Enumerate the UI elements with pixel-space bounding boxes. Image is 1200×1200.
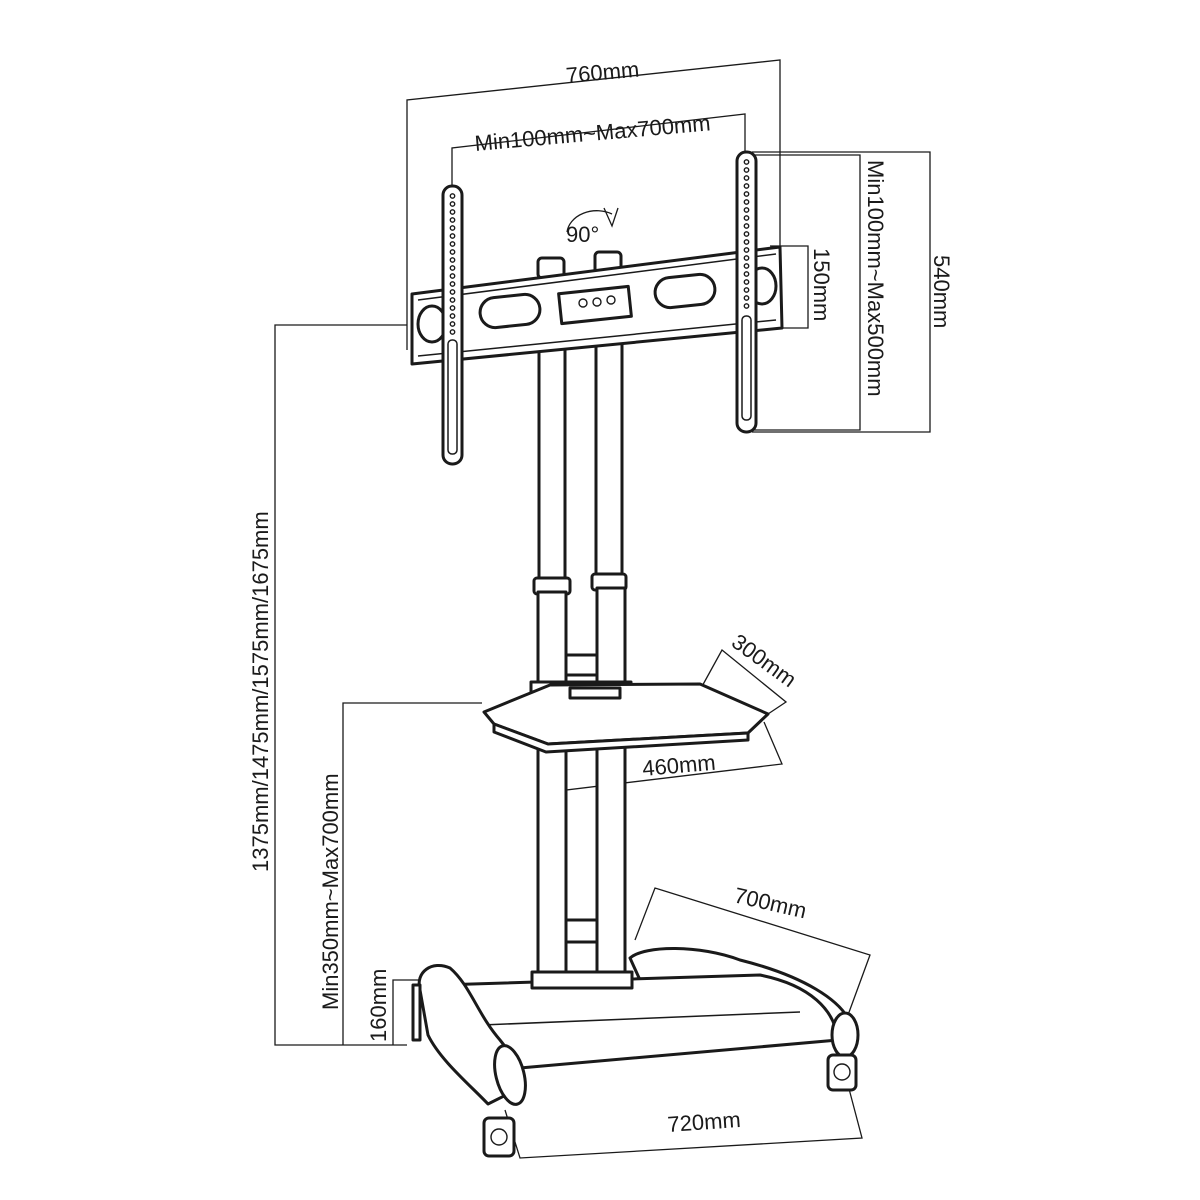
mounting-hole <box>743 223 750 229</box>
mounting-hole <box>449 201 456 207</box>
label-overall-width: 760mm <box>565 57 640 88</box>
label-base-width: 720mm <box>667 1107 742 1137</box>
mounting-hole <box>449 225 456 231</box>
mounting-hole <box>743 295 750 301</box>
mounting-hole <box>743 263 750 269</box>
mounting-hole <box>449 193 456 199</box>
upright-poles <box>529 318 633 989</box>
mounting-hole <box>449 289 456 295</box>
label-base-height: 160mm <box>366 969 391 1042</box>
mounting-hole <box>743 279 750 285</box>
mounting-hole <box>449 321 456 327</box>
mounting-hole <box>449 305 456 311</box>
mounting-hole <box>449 313 456 319</box>
shelf <box>482 682 770 754</box>
mounting-hole <box>743 199 750 205</box>
label-vesa-height: Min100mm~Max500mm <box>863 160 888 397</box>
mounting-hole <box>449 241 456 247</box>
mounting-hole <box>449 297 456 303</box>
mounting-hole <box>743 175 750 181</box>
mounting-hole <box>743 255 750 261</box>
label-plate-height: 150mm <box>809 248 834 321</box>
base <box>411 947 860 1158</box>
mounting-hole <box>449 329 456 335</box>
mounting-hole <box>743 231 750 237</box>
mounting-hole <box>743 303 750 309</box>
label-rotation: 90° <box>566 222 599 247</box>
mounting-hole <box>449 265 456 271</box>
mounting-hole <box>449 273 456 279</box>
mounting-hole <box>743 215 750 221</box>
mounting-hole <box>743 191 750 197</box>
mounting-hole <box>743 247 750 253</box>
label-shelf-height: Min350mm~Max700mm <box>318 773 343 1010</box>
mounting-hole <box>449 249 456 255</box>
label-base-depth: 700mm <box>732 883 809 924</box>
mounting-hole <box>743 183 750 189</box>
label-total-height: 1375mm/1475mm/1575mm/1675mm <box>248 511 273 872</box>
mounting-hole <box>449 281 456 287</box>
label-shelf-depth: 300mm <box>727 629 801 692</box>
mounting-plate <box>410 245 784 366</box>
mounting-hole <box>743 287 750 293</box>
label-bracket-height: 540mm <box>929 255 954 328</box>
mounting-hole <box>743 167 750 173</box>
label-vesa-width: Min100mm~Max700mm <box>474 110 712 156</box>
mounting-hole <box>449 217 456 223</box>
bracket-arms <box>441 150 758 466</box>
mounting-hole <box>449 257 456 263</box>
mounting-hole <box>449 209 456 215</box>
rotation-arrow-icon <box>566 207 619 233</box>
mounting-hole <box>743 207 750 213</box>
mounting-hole <box>743 271 750 277</box>
mounting-hole <box>449 233 456 239</box>
mounting-hole <box>743 239 750 245</box>
mounting-hole <box>743 159 750 165</box>
label-shelf-width: 460mm <box>641 750 716 781</box>
